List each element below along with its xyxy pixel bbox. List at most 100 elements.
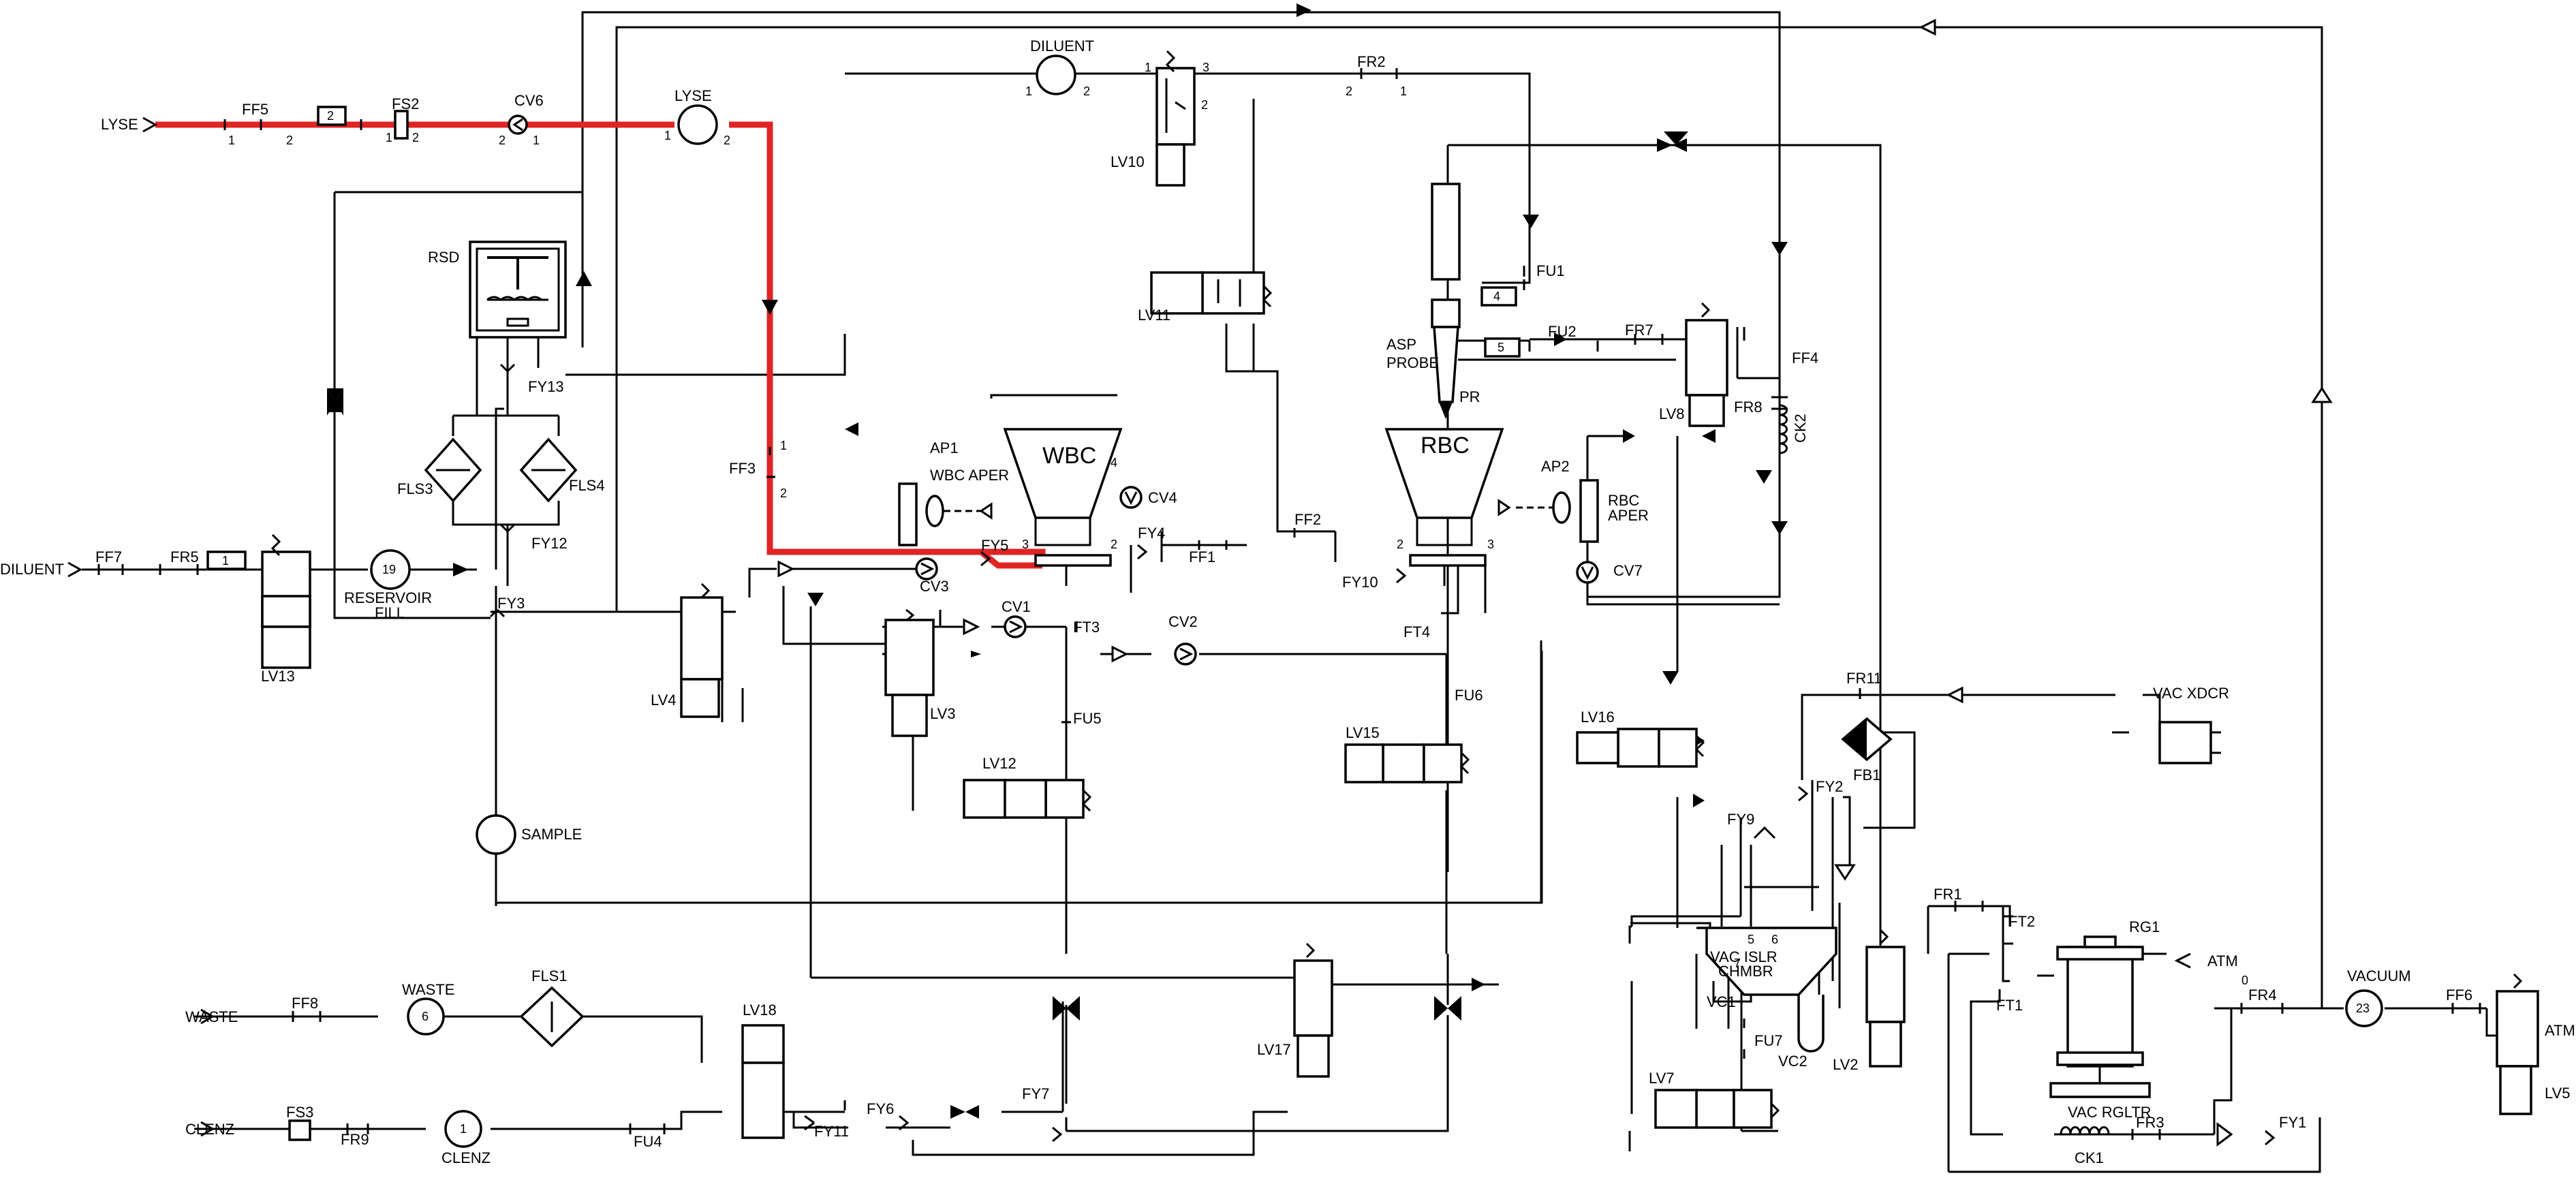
svg-text:1: 1	[664, 129, 671, 142]
ff7-label: FF7	[95, 548, 122, 565]
ck2-coil	[1779, 404, 1788, 454]
rsd-reservoir	[469, 240, 567, 347]
wbc-aper-label: WBC APER	[930, 467, 1009, 484]
vac-xdcr-box	[2158, 721, 2212, 764]
atm-label-1: ATM	[2207, 952, 2238, 969]
diluent-inlet-label: DILUENT	[0, 561, 64, 578]
ck2-label: CK2	[1792, 414, 1809, 443]
solenoid-valves	[261, 50, 2539, 1139]
lv11-label: LV11	[1138, 307, 1170, 324]
pump-number-reservoir: 19	[382, 563, 396, 576]
lv4-label: LV4	[651, 692, 677, 709]
svg-text:1: 1	[1400, 84, 1407, 98]
svg-text:6: 6	[1771, 933, 1778, 946]
svg-text:2: 2	[724, 134, 730, 147]
ap2-label: AP2	[1541, 458, 1570, 475]
svg-text:2: 2	[1201, 98, 1208, 112]
rbc-aper-label-1: RBC	[1608, 492, 1640, 509]
svg-text:0: 0	[2241, 974, 2248, 987]
fr8-label: FR8	[1734, 399, 1763, 416]
lv17-label: LV17	[1257, 1041, 1291, 1058]
cv1-label: CV1	[1002, 598, 1031, 615]
reservoir-fill-label-1: RESERVOIR	[344, 589, 432, 606]
svg-text:7: 7	[1734, 957, 1741, 970]
ff8-label: FF8	[292, 995, 318, 1012]
pump-number-waste: 6	[422, 1010, 429, 1023]
fy6-label: FY6	[867, 1100, 894, 1117]
port-numbers: 1 2 1 2 2 1 1 2 1 2 1 3 2 2 1 1 2 3 2 4 …	[228, 61, 2248, 987]
fr4-label: FR4	[2248, 987, 2277, 1004]
fu2-label: FU2	[1548, 323, 1577, 340]
inlet-marks	[67, 117, 2191, 1137]
lv16-label: LV16	[1581, 709, 1615, 726]
rbc-aper-label-2: APER	[1608, 507, 1649, 524]
reservoir-fill-label-2: FILL	[375, 604, 405, 621]
fr11-label: FR11	[1846, 670, 1882, 687]
ff6-label: FF6	[2446, 987, 2472, 1004]
sample-label: SAMPLE	[521, 826, 582, 843]
svg-text:5: 5	[1748, 933, 1754, 946]
fy3-label: FY3	[497, 595, 525, 612]
svg-text:1: 1	[386, 131, 392, 144]
check-valves	[508, 114, 1599, 666]
lv2-label: LV2	[1833, 1056, 1859, 1073]
fls1-label: FLS1	[531, 967, 568, 984]
fr7-label: FR7	[1625, 322, 1654, 339]
fb1-filter	[1841, 717, 1893, 762]
rbc-label: RBC	[1421, 433, 1470, 459]
svg-text:1: 1	[1025, 84, 1032, 98]
ft1-label: FT1	[1996, 997, 2023, 1014]
vac-regulator	[2049, 935, 2151, 1098]
lv13-label: LV13	[261, 668, 295, 685]
lv8-label: LV8	[1659, 405, 1685, 422]
fu4-label: FU4	[634, 1133, 662, 1150]
svg-text:2: 2	[412, 131, 419, 144]
wbc-aperture	[898, 482, 993, 546]
svg-text:2: 2	[499, 134, 506, 147]
fls4-filter	[519, 437, 578, 503]
cv2-label: CV2	[1168, 613, 1198, 630]
fls1-filter	[519, 986, 585, 1048]
lv5-label: LV5	[2545, 1085, 2571, 1102]
asp-probe	[1431, 183, 1461, 419]
fr3-label: FR3	[2136, 1114, 2164, 1131]
ft4-label: FT4	[1403, 623, 1430, 640]
box-label-5: 5	[1498, 341, 1504, 354]
fu1-label: FU1	[1536, 262, 1565, 279]
clenz-pump-label: CLENZ	[441, 1149, 491, 1166]
fr1-label: FR1	[1934, 886, 1962, 903]
asp-probe-label-2: PROBE	[1386, 354, 1439, 371]
ft3-label: FT3	[1073, 619, 1100, 636]
vc1-label: VC1	[1707, 993, 1736, 1010]
box-label-2: 2	[327, 109, 334, 123]
fu7-label: FU7	[1754, 1032, 1783, 1049]
svg-text:4: 4	[1111, 456, 1117, 469]
fy4-label: FY4	[1138, 525, 1165, 542]
lv15-label: LV15	[1346, 724, 1380, 741]
fr2-label: FR2	[1357, 53, 1386, 70]
pump-number-clenz: 1	[460, 1122, 467, 1136]
fy7-label: FY7	[1022, 1085, 1049, 1102]
fu6-label: FU6	[1455, 687, 1483, 704]
ff3-label: FF3	[729, 460, 756, 477]
lv7-label: LV7	[1649, 1070, 1675, 1087]
vc2-label: VC2	[1778, 1053, 1807, 1070]
numbered-boxes	[206, 106, 1521, 1141]
svg-text:1: 1	[228, 134, 235, 147]
fls3-filter	[424, 437, 482, 503]
ap1-label: AP1	[930, 439, 959, 456]
fy9-label: FY9	[1727, 811, 1754, 828]
fls3-label: FLS3	[397, 480, 433, 497]
fr9-label: FR9	[341, 1131, 369, 1148]
waste-inlet-label: WASTE	[185, 1008, 238, 1025]
lyse-inlet-label: LYSE	[101, 116, 138, 133]
fs2-label: FS2	[392, 95, 419, 112]
box-label-4: 4	[1493, 290, 1500, 303]
vac-chamber-label-2: CHMBR	[1718, 963, 1773, 980]
vac-xdcr-label: VAC XDCR	[2153, 685, 2229, 702]
fr5-label: FR5	[170, 548, 199, 565]
ft2-label: FT2	[2008, 913, 2035, 930]
fu5-label: FU5	[1073, 710, 1102, 727]
component-labels: LYSE FF5 FS2 CV6 LYSE DILUENT FR2 LV10 R…	[0, 37, 2575, 1166]
